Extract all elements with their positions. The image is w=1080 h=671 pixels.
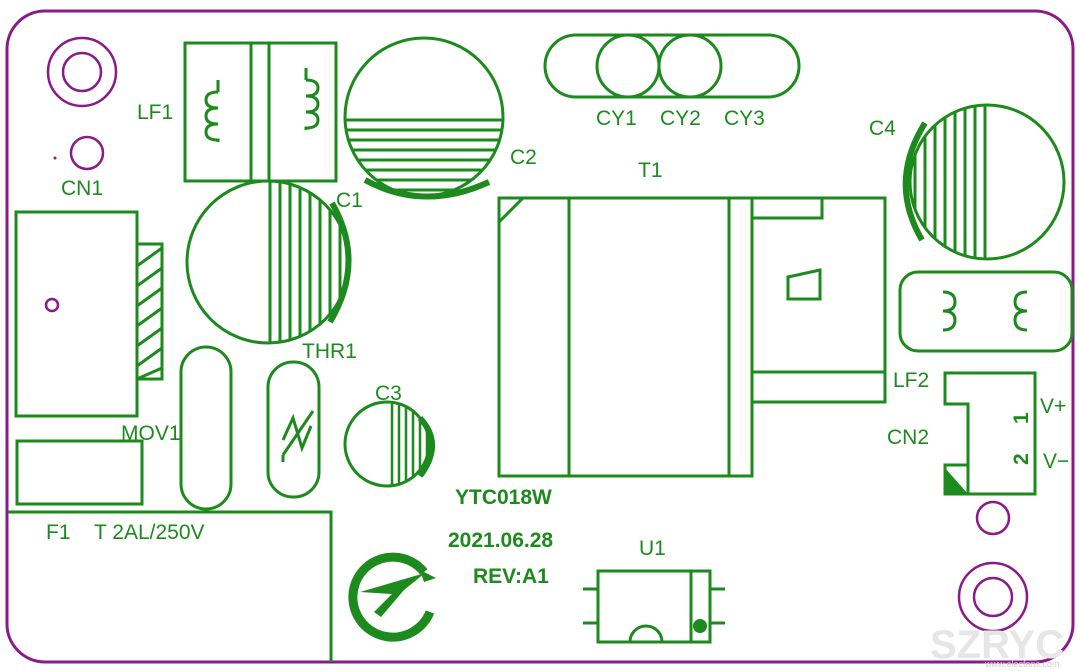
- cn1-pad: [69, 135, 105, 171]
- label-t1: T1: [638, 159, 663, 182]
- label-cn2-pin2: 2: [1010, 453, 1033, 465]
- c2-footprint: [343, 36, 505, 200]
- label-cn2: CN2: [887, 426, 929, 449]
- c4-footprint: [902, 103, 1066, 261]
- t1-footprint: [497, 196, 887, 478]
- cy-footprints: [543, 33, 801, 99]
- label-cy2: CY2: [660, 107, 701, 130]
- lf2-footprint: [898, 270, 1074, 353]
- label-cy3: CY3: [724, 107, 765, 130]
- keepout-outline: [8, 510, 333, 662]
- label-c3: C3: [375, 382, 402, 405]
- lf1-footprint: [183, 41, 338, 183]
- label-c2: C2: [510, 146, 537, 169]
- c1-footprint: [185, 179, 352, 345]
- u1-footprint: [583, 569, 725, 644]
- label-mov1: MOV1: [121, 422, 181, 445]
- label-f1: F1: [46, 521, 71, 544]
- label-thr1: THR1: [302, 340, 357, 363]
- label-lf2: LF2: [893, 369, 929, 392]
- board-date: 2021.06.28: [448, 529, 553, 552]
- label-vplus: V+: [1040, 395, 1066, 418]
- cn2-footprint: [943, 371, 1037, 496]
- label-cn1: CN1: [61, 177, 103, 200]
- watermark-site: www.elecfans.com: [984, 659, 1060, 669]
- mounting-hole-bottom-right: [957, 561, 1029, 633]
- thr1-footprint: [266, 360, 321, 499]
- c3-footprint: [343, 400, 435, 488]
- label-c4: C4: [869, 117, 896, 140]
- pad-left: [44, 297, 60, 313]
- watermark-brand: SZRYC: [930, 623, 1064, 667]
- pin1-dot: [53, 156, 57, 160]
- label-u1: U1: [639, 537, 666, 560]
- label-cn2-pin1: 1: [1010, 412, 1033, 424]
- label-cy1: CY1: [596, 107, 637, 130]
- f1-footprint: [15, 439, 144, 506]
- cn2-pad: [975, 500, 1011, 536]
- label-vminus: V−: [1043, 450, 1069, 473]
- mounting-hole-top-left: [46, 36, 118, 108]
- label-lf1: LF1: [137, 101, 173, 124]
- board-revision: REV:A1: [473, 565, 549, 588]
- company-logo: [348, 552, 436, 642]
- label-c1: C1: [336, 189, 363, 212]
- board-model: YTC018W: [455, 486, 552, 509]
- mov1-footprint: [179, 345, 233, 511]
- cn1-footprint: [14, 210, 164, 418]
- label-f1-rating: T 2AL/250V: [94, 521, 205, 544]
